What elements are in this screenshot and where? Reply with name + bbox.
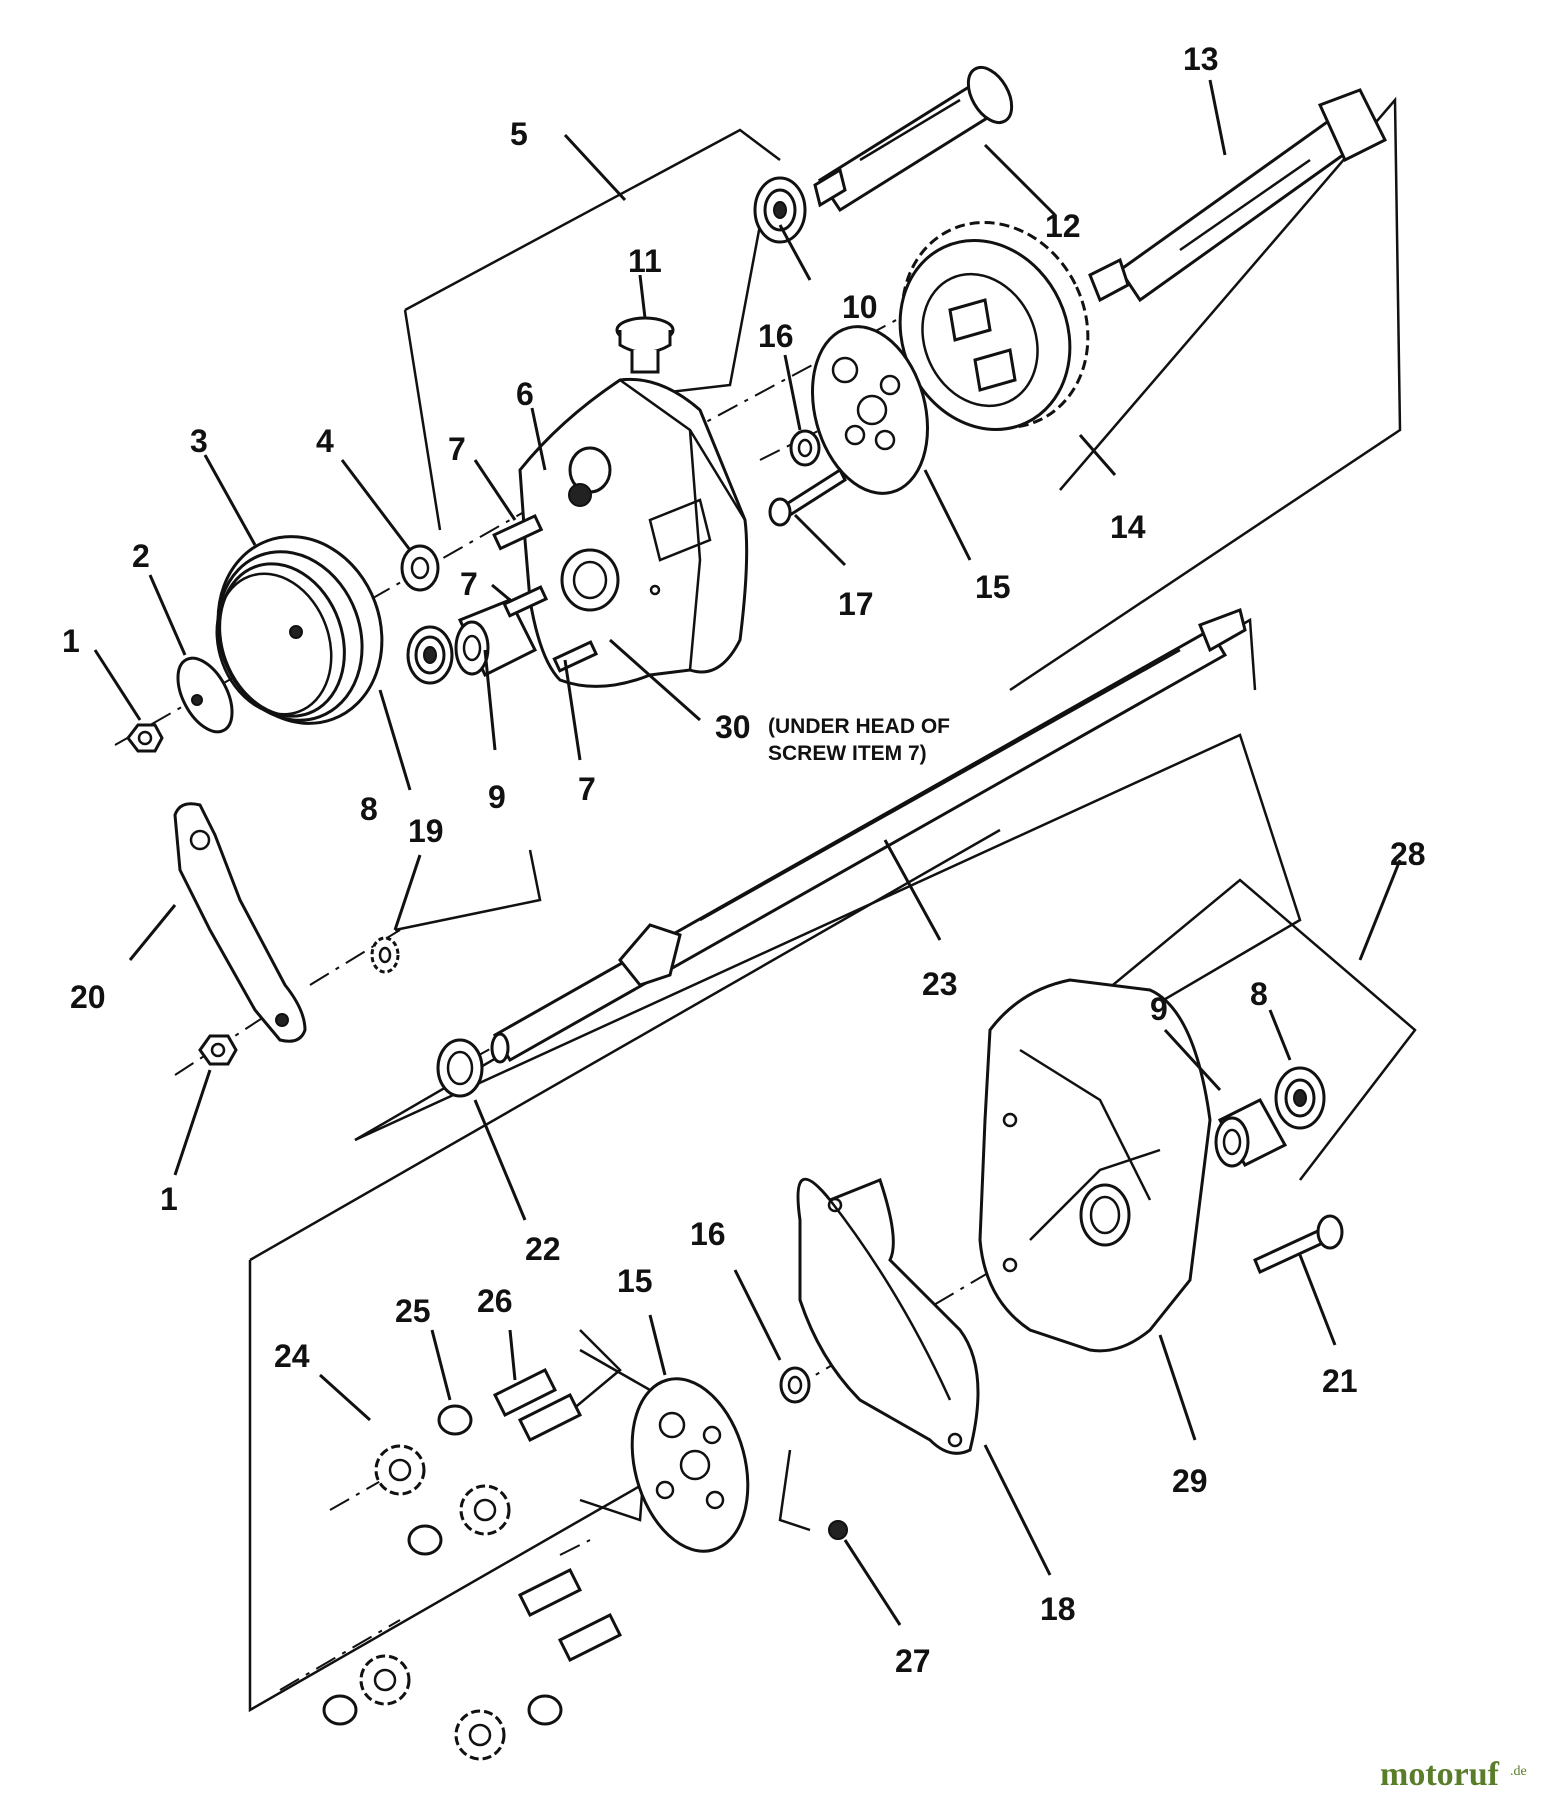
callout-28: 28 [1390, 836, 1426, 872]
callout-26: 26 [477, 1283, 513, 1319]
callout-15-top: 15 [975, 569, 1011, 605]
callout-30-note-line1: (UNDER HEAD OF [768, 715, 950, 738]
watermark-suffix: .de [1510, 1764, 1527, 1779]
callout-19: 19 [408, 813, 444, 849]
callout-10: 10 [842, 289, 878, 325]
screw-17 [768, 467, 847, 527]
callout-7c: 7 [578, 771, 596, 807]
hex-nut-lower [198, 1034, 238, 1066]
callout-8: 8 [360, 791, 378, 827]
callout-7b: 7 [460, 566, 478, 602]
callout-4: 4 [316, 423, 334, 459]
washer-2 [176, 656, 234, 734]
gasket-18 [796, 1177, 980, 1455]
carrier-plate-15-top [810, 325, 930, 495]
large-gear-14 [898, 221, 1090, 431]
callout-21: 21 [1322, 1363, 1358, 1399]
washer-16-top [789, 429, 821, 467]
shaft-23 [490, 608, 1247, 1064]
callout-5: 5 [510, 116, 528, 152]
callout-24: 24 [274, 1338, 310, 1374]
pulley-3 [215, 535, 384, 725]
gear-housing-5 [518, 377, 749, 688]
watermark-brand: motoruf [1380, 1756, 1500, 1793]
callout-13: 13 [1183, 41, 1219, 77]
screw-21 [1253, 1214, 1344, 1275]
planet-gears-group [322, 1367, 623, 1761]
washer-16-lower [779, 1366, 811, 1404]
callout-16-top: 16 [758, 318, 794, 354]
shaft-13 [1088, 88, 1388, 303]
callout-labels: 1 2 3 4 5 6 7 7 7 8 9 10 11 12 13 14 15 … [62, 41, 1426, 1679]
callout-17: 17 [838, 586, 874, 622]
callout-8-lower: 8 [1250, 976, 1268, 1012]
callout-20: 20 [70, 979, 106, 1015]
callout-25: 25 [395, 1293, 431, 1329]
leader-lines [93, 79, 1402, 1626]
callout-7a: 7 [448, 431, 466, 467]
callout-29: 29 [1172, 1463, 1208, 1499]
carrier-plate-15-lower [630, 1377, 750, 1553]
callout-11: 11 [628, 243, 662, 279]
lock-washer-19 [370, 936, 400, 974]
bearing-10 [753, 176, 807, 244]
callout-1-lower: 1 [160, 1181, 178, 1217]
callout-6: 6 [516, 376, 534, 412]
callout-9: 9 [488, 779, 506, 815]
washer-4 [400, 544, 440, 592]
callout-22: 22 [525, 1231, 561, 1267]
hex-nut-top [126, 723, 164, 753]
bearing-8-lower [1274, 1066, 1326, 1130]
callout-18: 18 [1040, 1591, 1076, 1627]
callout-14: 14 [1110, 509, 1146, 545]
callout-30: 30 [715, 709, 751, 745]
bushing-9 [454, 598, 538, 678]
bushing-22 [436, 1038, 484, 1098]
bushing-9-lower [1214, 1098, 1288, 1168]
callout-1-top: 1 [62, 623, 80, 659]
plug-11 [615, 316, 675, 374]
callout-23: 23 [922, 966, 958, 1002]
gear-housing-29 [978, 978, 1212, 1353]
callout-9-lower: 9 [1150, 991, 1168, 1027]
callout-2: 2 [132, 538, 150, 574]
arm-20 [173, 802, 307, 1043]
callout-15-lower: 15 [617, 1263, 653, 1299]
shaft-12 [813, 66, 1014, 213]
nut-27 [828, 1520, 848, 1540]
watermark: motoruf .de [1380, 1756, 1527, 1793]
callout-30-note-line2: SCREW ITEM 7) [768, 742, 927, 765]
bearing-8 [406, 625, 454, 685]
callout-3: 3 [190, 423, 208, 459]
callout-12: 12 [1045, 208, 1081, 244]
callout-16-lower: 16 [690, 1216, 726, 1252]
callout-27: 27 [895, 1643, 931, 1679]
